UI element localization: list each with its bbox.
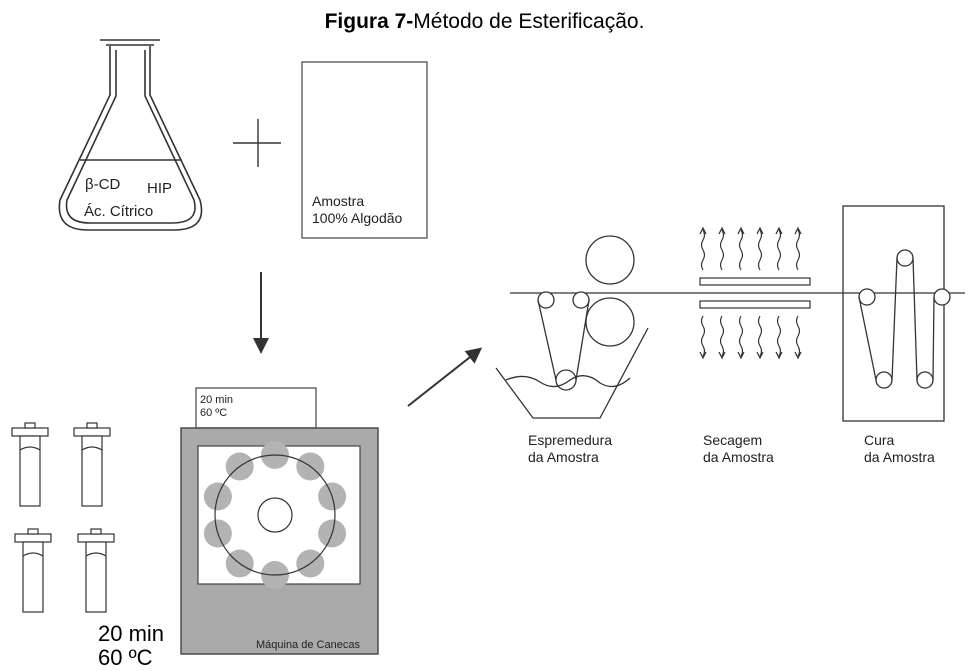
curing-label: Cura da Amostra — [864, 432, 935, 466]
diagonal-arrow — [407, 347, 483, 407]
heat-wave-up — [756, 226, 764, 271]
squeeze-label: Espremedura da Amostra — [528, 432, 612, 466]
curing-label-line2: da Amostra — [864, 449, 935, 465]
figure-title: Figura 7-Método de Esterificação. — [0, 10, 969, 34]
heat-wave-down — [699, 315, 707, 360]
tubes-time: 20 min — [98, 621, 165, 646]
tube — [11, 422, 49, 507]
curing-oven — [842, 205, 951, 422]
drying-label: Secagem da Amostra — [703, 432, 774, 466]
lower-roller — [585, 297, 635, 347]
heat-wave-up — [794, 226, 802, 271]
erlenmeyer-flask — [58, 39, 203, 231]
sample-card — [301, 61, 428, 239]
tube — [77, 528, 115, 613]
sample-label-line2: 100% Algodão — [312, 210, 403, 226]
heat-wave-down — [775, 315, 783, 360]
machine-timer-time: 20 min — [200, 394, 234, 406]
figure-caption: Método de Esterificação. — [413, 10, 645, 33]
squeeze-label-line2: da Amostra — [528, 449, 599, 465]
tubes — [11, 422, 115, 613]
heat-wave-down — [718, 315, 726, 360]
sample-label: Amostra 100% Algodão — [312, 193, 402, 227]
heat-wave-up — [699, 226, 707, 271]
dip-roller — [555, 369, 577, 391]
guide-roller — [572, 291, 590, 309]
rotor-hub — [257, 497, 293, 533]
tube — [73, 422, 111, 507]
machine-timer-temp: 60 ºC — [200, 407, 228, 419]
machine-label: Máquina de Canecas — [256, 639, 360, 651]
dryer-plate-top — [699, 277, 811, 286]
dip-path — [537, 299, 590, 381]
machine-timer-box — [195, 387, 317, 429]
tubes-conditions: 20 min 60 ºC — [98, 622, 164, 670]
drying-label-line2: da Amostra — [703, 449, 774, 465]
bath-liquid — [505, 375, 631, 388]
curing-label-line1: Cura — [864, 432, 895, 448]
squeeze-label-line1: Espremedura — [528, 432, 613, 448]
plus-icon — [233, 119, 281, 167]
bath-trough — [495, 327, 649, 419]
tube — [14, 528, 52, 613]
heat-wave-up — [718, 226, 726, 271]
canister-machine — [180, 387, 379, 655]
sample-label-line1: Amostra — [312, 193, 365, 209]
padder — [495, 235, 965, 419]
machine-timer: 20 min 60 ºC — [200, 394, 233, 420]
flask-label-citric: Ác. Cítrico — [84, 203, 154, 220]
flask-label-bcd: β-CD — [85, 176, 121, 193]
tubes-temp: 60 ºC — [98, 645, 153, 670]
upper-roller — [585, 235, 635, 285]
oven-box — [842, 205, 945, 422]
dryer — [699, 226, 811, 360]
heat-wave-up — [775, 226, 783, 271]
heat-wave-down — [794, 315, 802, 360]
drying-label-line1: Secagem — [703, 432, 763, 448]
flask-label-hip: HIP — [147, 180, 173, 197]
heat-wave-down — [737, 315, 745, 360]
dryer-plate-bottom — [699, 300, 811, 309]
heat-wave-up — [737, 226, 745, 271]
guide-roller — [537, 291, 555, 309]
figure-number: Figura 7- — [324, 10, 414, 33]
rotor-ring — [214, 454, 336, 576]
heat-wave-down — [756, 315, 764, 360]
